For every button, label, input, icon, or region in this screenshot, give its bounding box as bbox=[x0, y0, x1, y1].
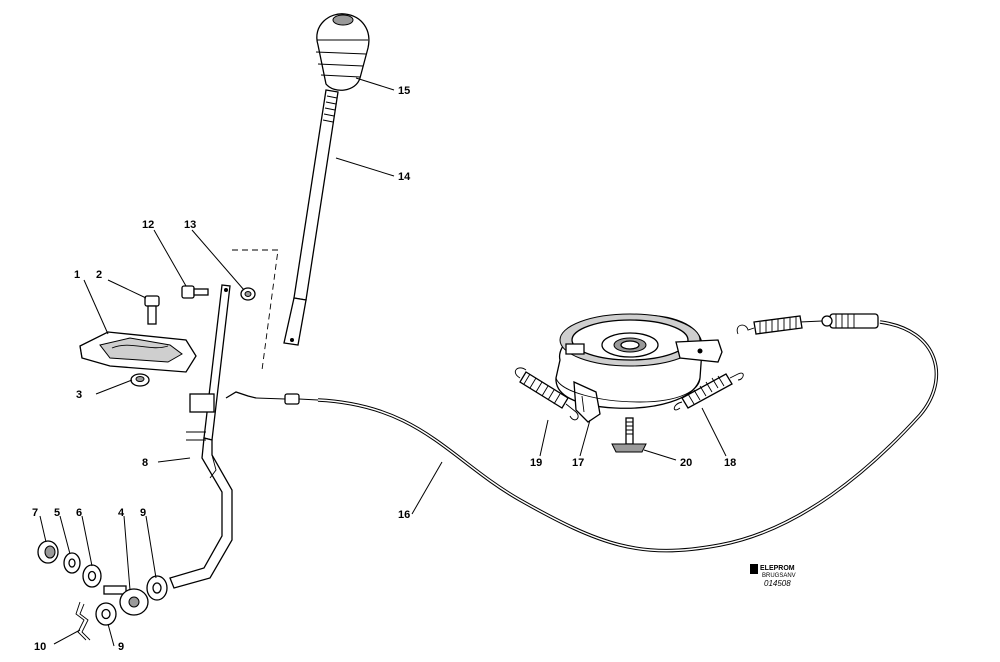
callout-2: 2 bbox=[96, 269, 102, 281]
callout-3: 3 bbox=[76, 389, 82, 401]
cable-spring bbox=[736, 315, 803, 335]
callout-8: 8 bbox=[142, 457, 148, 469]
callout-9-upper: 9 bbox=[140, 507, 146, 519]
callout-9-lower: 9 bbox=[118, 641, 124, 653]
callout-14: 14 bbox=[398, 171, 411, 183]
callout-1: 1 bbox=[74, 269, 80, 281]
part-5-washer bbox=[63, 552, 81, 574]
part-13-nut bbox=[240, 287, 256, 301]
part-16-cable bbox=[225, 313, 939, 553]
callout-19: 19 bbox=[530, 457, 542, 469]
leader-lines bbox=[39, 77, 727, 647]
part-4-bushing bbox=[103, 585, 149, 616]
callout-10: 10 bbox=[34, 641, 46, 653]
publisher-logo: ELEPROM BRUGSANV bbox=[750, 564, 796, 579]
callout-16: 16 bbox=[398, 509, 410, 521]
part-7-nut bbox=[37, 540, 59, 564]
callout-7: 7 bbox=[32, 507, 38, 519]
callout-5: 5 bbox=[54, 507, 60, 519]
part-12-bolt bbox=[181, 285, 209, 299]
callout-6: 6 bbox=[76, 507, 82, 519]
callout-4: 4 bbox=[118, 507, 125, 519]
part-14-lever-rod bbox=[283, 89, 339, 346]
callout-20: 20 bbox=[680, 457, 692, 469]
part-19-spring bbox=[514, 367, 579, 421]
part-10-cotter-pin bbox=[75, 601, 91, 641]
part-1-plate bbox=[79, 331, 197, 373]
callout-15: 15 bbox=[398, 85, 410, 97]
callout-18: 18 bbox=[724, 457, 736, 469]
part-18-spring bbox=[673, 372, 744, 411]
logo-sub: BRUGSANV bbox=[762, 573, 796, 579]
part-15-knob bbox=[315, 13, 370, 91]
part-9-washer-upper bbox=[146, 575, 168, 601]
part-2-screw bbox=[144, 295, 160, 325]
part-9-washer-lower bbox=[95, 602, 117, 626]
figure-number: 014508 bbox=[764, 579, 791, 588]
callout-labels: 1 2 3 12 13 15 14 8 7 5 6 4 9 10 9 16 19… bbox=[32, 85, 736, 653]
callout-13: 13 bbox=[184, 219, 196, 231]
part-3-nut bbox=[130, 373, 150, 387]
callout-17: 17 bbox=[572, 457, 584, 469]
part-17-clutch bbox=[555, 313, 723, 423]
part-8-shift-rod bbox=[169, 284, 233, 589]
callout-12: 12 bbox=[142, 219, 154, 231]
part-6-washer bbox=[82, 564, 102, 588]
part-20-bolt bbox=[611, 417, 647, 453]
logo-brand: ELEPROM bbox=[760, 565, 795, 572]
